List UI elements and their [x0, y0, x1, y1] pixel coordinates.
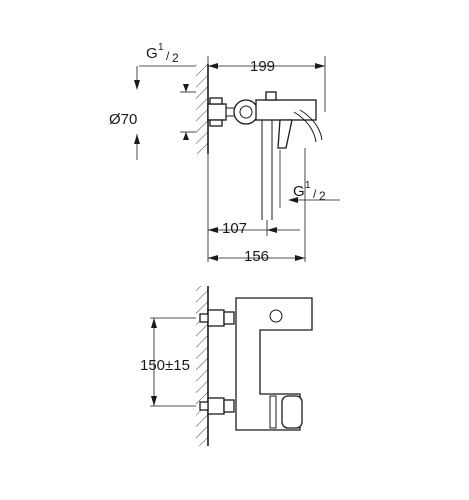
dimension-107: 107 — [207, 154, 300, 262]
union-connector — [207, 97, 236, 127]
svg-text:/: / — [166, 49, 170, 63]
front-view: 150±15 — [140, 286, 313, 446]
wall-side-view — [196, 64, 209, 154]
svg-text:150±15: 150±15 — [140, 357, 190, 374]
svg-text:G: G — [146, 45, 158, 62]
svg-text:/: / — [313, 187, 317, 201]
mixer-body-side — [233, 91, 323, 220]
svg-text:1: 1 — [158, 42, 164, 53]
side-view: G 1 / 2 199 Ø70 — [109, 42, 340, 265]
svg-text:2: 2 — [319, 189, 326, 203]
dimension-156: 156 — [208, 148, 306, 265]
dimension-diameter-70: Ø70 — [109, 66, 196, 160]
svg-text:Ø70: Ø70 — [109, 111, 137, 128]
dimension-center-distance: 150±15 — [140, 317, 196, 407]
svg-text:G: G — [293, 183, 305, 200]
svg-text:156: 156 — [244, 248, 269, 265]
mixer-body-front — [235, 297, 313, 431]
label-inlet-thread: G 1 / 2 — [139, 42, 196, 67]
lower-inlet-connector — [199, 397, 235, 415]
dimension-199: 199 — [207, 56, 326, 112]
svg-text:1: 1 — [305, 180, 311, 191]
label-outlet-thread: G 1 / 2 — [279, 150, 340, 208]
svg-text:107: 107 — [222, 220, 247, 237]
upper-inlet-connector — [199, 309, 235, 327]
svg-text:2: 2 — [172, 51, 179, 65]
svg-text:199: 199 — [250, 58, 275, 75]
wall-front-view — [196, 286, 209, 446]
